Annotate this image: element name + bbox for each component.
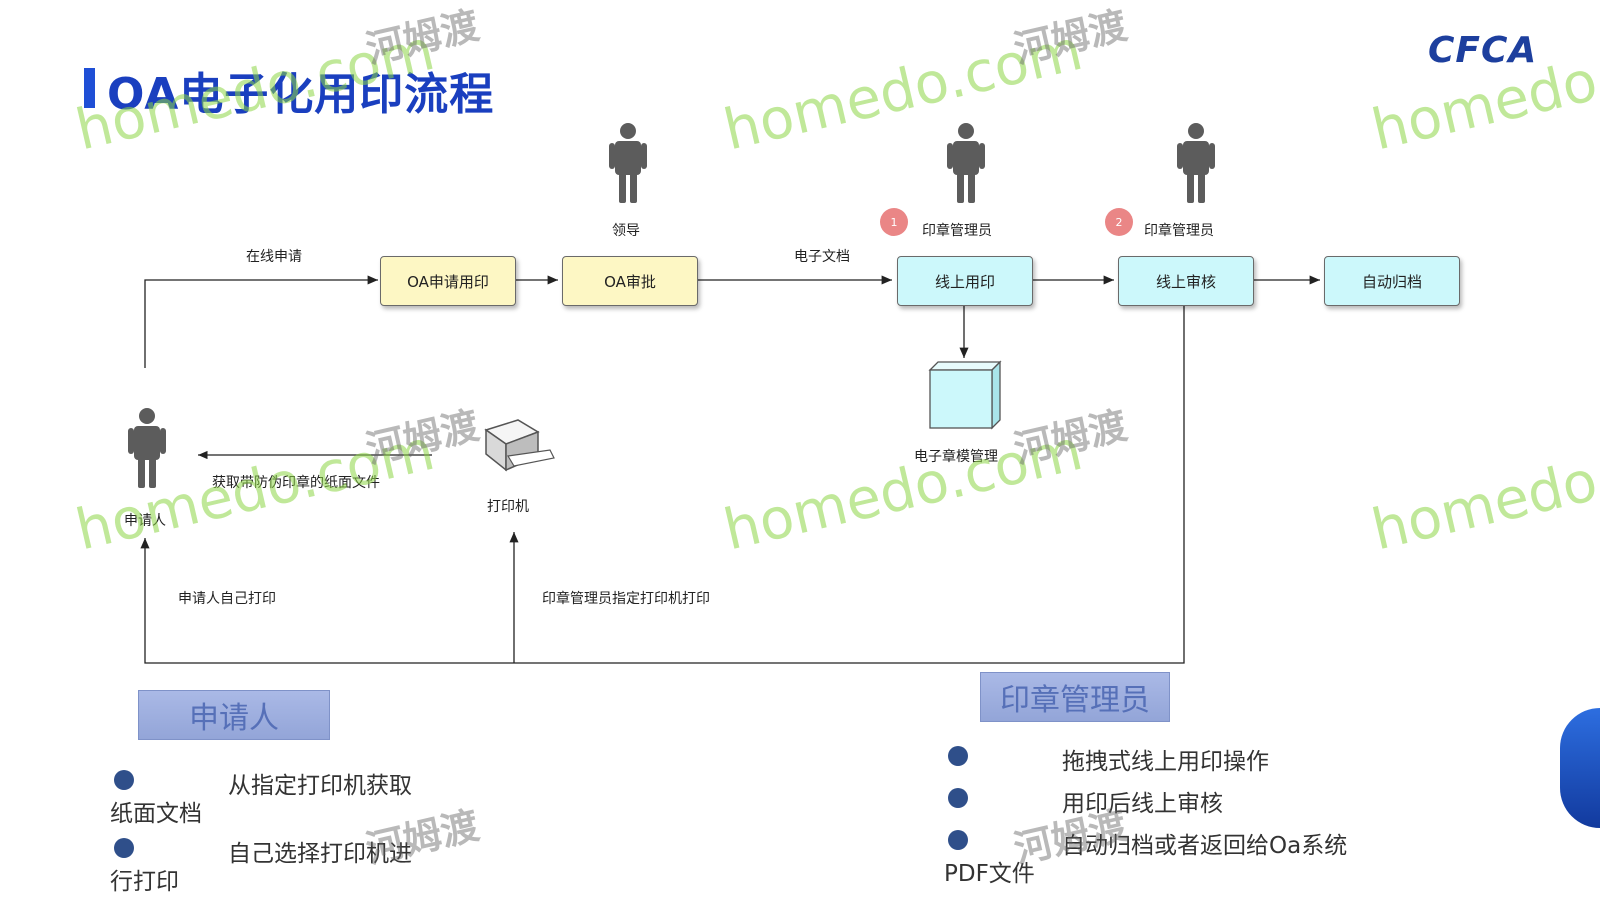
printer-label: 打印机	[487, 499, 529, 515]
applicant-bullet-2-line1: 自己选择打印机进	[228, 841, 412, 867]
edge-review-to-print	[140, 306, 1185, 664]
seal-admin-bullet-1-dot	[948, 746, 968, 766]
applicant-bullet-1-dot	[114, 770, 134, 790]
seal-admin-2-person-icon	[1177, 123, 1215, 203]
seal-admin-1-person-icon	[947, 123, 985, 203]
seal-admin-2-label: 印章管理员	[1144, 223, 1214, 239]
applicant-bullet-1-line1: 从指定打印机获取	[228, 773, 412, 799]
step-badge-2: 2	[1105, 208, 1133, 236]
oa-approve-box: OA审批	[562, 256, 698, 306]
edge-applicant-to-oa-apply	[144, 275, 378, 368]
seal-admin-bullet-3-line2: PDF文件	[944, 861, 1035, 887]
online-apply-label: 在线申请	[246, 249, 302, 265]
leader-label: 领导	[612, 223, 640, 239]
title-accent-bar	[84, 68, 95, 108]
step-badge-1: 1	[880, 208, 908, 236]
seal-admin-bullet-2-dot	[948, 788, 968, 808]
cfca-logo: CFCA	[1428, 30, 1538, 71]
applicant-bullet-2-dot	[114, 838, 134, 858]
seal-admin-bullet-2: 用印后线上审核	[1062, 791, 1223, 817]
online-review-box: 线上审核	[1118, 256, 1254, 306]
paper-doc-label: 获取带防伪印章的纸面文件	[212, 475, 380, 491]
applicant-bullet-1-line2: 纸面文档	[110, 801, 202, 827]
printer-icon	[484, 419, 555, 472]
applicant-bullet-2-line2: 行打印	[110, 869, 179, 895]
e-doc-label: 电子文档	[794, 249, 850, 265]
page-title: OA电子化用印流程	[107, 69, 495, 120]
self-print-label: 申请人自己打印	[178, 591, 276, 607]
seal-admin-legend-header: 印章管理员	[980, 672, 1170, 722]
online-seal-box: 线上用印	[897, 256, 1033, 306]
applicant-legend-header: 申请人	[138, 690, 330, 740]
seal-admin-bullet-3-line1: 自动归档或者返回给Oa系统	[1062, 833, 1348, 859]
decorative-corner	[1560, 708, 1600, 828]
template-cube-icon	[928, 360, 1002, 430]
seal-admin-bullet-1: 拖拽式线上用印操作	[1062, 749, 1269, 775]
auto-archive-box: 自动归档	[1324, 256, 1460, 306]
leader-person-icon	[609, 123, 647, 203]
oa-apply-box: OA申请用印	[380, 256, 516, 306]
seal-admin-1-label: 印章管理员	[922, 223, 992, 239]
applicant-person-icon	[128, 408, 166, 488]
seal-admin-bullet-3-dot	[948, 830, 968, 850]
template-mgmt-label: 电子章模管理	[914, 449, 998, 465]
admin-print-label: 印章管理员指定打印机打印	[542, 591, 710, 607]
applicant-label: 申请人	[124, 513, 166, 529]
